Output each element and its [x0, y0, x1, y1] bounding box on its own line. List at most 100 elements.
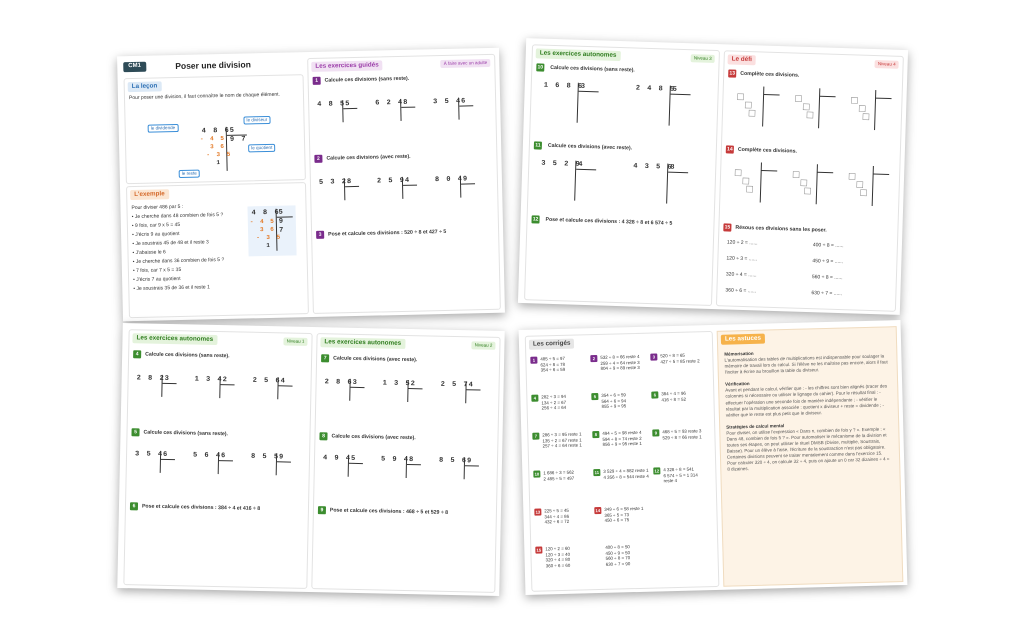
exemple-line: • Je cherche dans 48 combien de fois 5 ? — [131, 212, 224, 221]
astuces-panel: Les astuces Mémorisation L'automatisatio… — [716, 326, 904, 587]
exercise-number: 6 — [129, 502, 139, 511]
exemple-panel: L'exemple Pour diviser 486 par 5 : • Je … — [125, 182, 309, 319]
astuces-title: Les astuces — [720, 333, 766, 345]
exercise-number: 3 — [316, 230, 325, 239]
label-dividende: le dividende — [147, 123, 179, 133]
level-tag: Niveau 4 — [874, 60, 899, 69]
answer-lines: 120 ÷ 2 = 60 120 ÷ 3 = 40 320 ÷ 4 = 80 3… — [545, 545, 571, 569]
divisor-line — [670, 93, 691, 96]
divisor-line — [160, 458, 175, 461]
guides-tag: À faire avec un adulte — [440, 58, 491, 68]
divisor-line — [401, 106, 416, 108]
divisor-line — [350, 386, 365, 389]
answer-number: 9 — [652, 429, 660, 437]
answer-lines: 3 529 ÷ 4 = 882 reste 1 4 356 ÷ 8 = 544 … — [603, 467, 649, 480]
mental-calc-item: 450 ÷ 9 = ...... — [812, 258, 844, 266]
division-bar — [668, 85, 671, 126]
answer-number: 14 — [594, 506, 602, 515]
mental-calc-item: 560 ÷ 8 = ...... — [811, 274, 843, 282]
exercise-instruction: Calcule ces divisions (sans reste). — [550, 64, 635, 74]
defi-panel: Le défi Niveau 4 13 Complète ces divisio… — [715, 50, 904, 312]
exemple-title: L'exemple — [130, 189, 169, 200]
answer-lines: 354 ÷ 6 = 59 564 ÷ 6 = 94 855 ÷ 9 = 95 — [601, 392, 627, 410]
divisor-line — [162, 382, 177, 385]
corriges-title: Les corrigés — [528, 338, 575, 350]
exercise-instruction: Pose et calcule ces divisions : 4 328 ÷ … — [545, 216, 673, 227]
exemple-step-1: - 4 5 — [249, 217, 276, 226]
divisor-line — [276, 461, 291, 463]
answer-lines: 384 ÷ 4 = 96 416 ÷ 8 = 52 — [661, 390, 687, 403]
exercise-instruction: Calcule ces divisions (sans reste). — [143, 429, 229, 438]
exemple-line: • Je soustrais 45 de 48 et il reste 3 — [132, 239, 209, 248]
answer-number: 8 — [592, 430, 600, 439]
mental-calc-item: 120 ÷ 2 = ...... — [726, 239, 758, 247]
divisor-line — [668, 171, 689, 174]
sheet-niveau3-defi: Les exercices autonomes Niveau 3 10 Calc… — [517, 38, 909, 315]
division-bar — [347, 454, 350, 477]
autonomes-title: Les exercices autonomes — [535, 48, 621, 61]
answer-lines: 4 328 ÷ 8 = 541 6 574 ÷ 5 = 1 314 reste … — [663, 466, 698, 484]
autonomes-title: Les exercices autonomes — [320, 337, 406, 349]
divisor-line — [576, 168, 597, 171]
division-bar — [275, 453, 278, 476]
exemple-step-4: 1 — [266, 241, 272, 250]
answer-lines: 485 ÷ 5 = 97 624 ÷ 8 = 78 354 ÷ 6 = 59 — [540, 355, 566, 373]
division-bar — [349, 378, 351, 401]
exercise-number: 15 — [723, 223, 732, 232]
lecon-text: Pour poser une division, il faut connaît… — [128, 91, 280, 102]
exercise-number: 5 — [131, 428, 140, 437]
autonomes-n2-panel: Les exercices autonomes Niveau 2 7 Calcu… — [311, 333, 501, 593]
division-bar — [463, 457, 466, 480]
exercise-number: 11 — [533, 141, 543, 150]
lecon-step-1: - 4 5 — [199, 134, 226, 143]
astuce-text: L'automatisation des tables de multiplic… — [724, 353, 888, 375]
exercise-number: 7 — [321, 354, 330, 363]
guides-title: Les exercices guidés — [311, 60, 383, 72]
answer-lines: 520 ÷ 8 = 65 427 ÷ 5 = 85 reste 2 — [660, 352, 700, 365]
sheet-lecon: CM1 Poser une division La leçon Pour pos… — [117, 47, 505, 322]
answer-number: 11 — [593, 468, 601, 477]
divisor-line — [348, 462, 363, 465]
exercise-instruction: Pose et calcule ces divisions : 520 ÷ 8 … — [328, 228, 447, 238]
exemple-line: • Je cherche dans 36 combien de fois 5 ? — [132, 256, 225, 266]
exemple-step-3: - 3 5 — [256, 233, 282, 242]
completion-divisions-14 — [734, 162, 890, 207]
exercise-instruction: Calcule ces divisions (avec reste). — [331, 433, 416, 442]
answer-lines: 468 ÷ 5 = 93 reste 3 529 ÷ 8 = 66 reste … — [662, 428, 702, 441]
exemple-line: • J'écris 9 au quotient — [132, 230, 180, 239]
division-bar — [465, 381, 467, 404]
answer-number: 12 — [653, 467, 661, 475]
astuce-heading: Vérification — [725, 381, 750, 387]
divisor-line — [220, 384, 235, 386]
exercise-number: 12 — [531, 215, 540, 224]
exemple-line: • Je soustrais 35 de 36 et il reste 1 — [133, 284, 210, 293]
answer-lines: 400 ÷ 8 = 50 450 ÷ 9 = 50 560 ÷ 8 = 70 6… — [605, 544, 631, 567]
lecon-panel: La leçon Pour poser une division, il fau… — [123, 74, 306, 185]
exercise-instruction: Résous ces divisions sans les poser. — [735, 224, 827, 234]
exemple-line: • 9 fois, car 9 x 5 = 45 — [131, 221, 181, 230]
label-quotient: le quotient — [248, 143, 276, 153]
guides-panel: Les exercices guidés À faire avec un adu… — [307, 53, 501, 314]
exercise-number: 1 — [312, 76, 321, 85]
answer-lines: 349 ÷ 6 = 58 reste 1 365 ÷ 5 = 73 450 ÷ … — [604, 505, 644, 524]
divisor-line — [345, 185, 360, 188]
level-tag: Niveau 1 — [283, 337, 308, 346]
mental-calc-item: 120 ÷ 3 = ...... — [726, 255, 758, 263]
level-tag: Niveau 3 — [690, 54, 715, 63]
answer-number: 3 — [650, 353, 658, 361]
defi-title: Le défi — [727, 54, 757, 66]
answer-number: 7 — [532, 432, 540, 440]
mental-calc-item: 630 ÷ 7 = ...... — [811, 290, 843, 298]
mental-calc-item: 360 ÷ 6 = ...... — [725, 287, 757, 295]
divisor-line — [403, 184, 418, 186]
exemple-line: • J'abaisse le 6 — [132, 249, 166, 257]
autonomes-n3-panel: Les exercices autonomes Niveau 3 10 Calc… — [524, 44, 720, 307]
astuce-heading: Mémorisation — [724, 350, 754, 357]
divisor-line — [218, 460, 233, 462]
lecon-title: La leçon — [127, 81, 162, 92]
division-bar — [407, 380, 409, 403]
answer-number: 10 — [533, 470, 541, 478]
division-bar — [217, 452, 220, 475]
division-bar — [666, 163, 669, 204]
